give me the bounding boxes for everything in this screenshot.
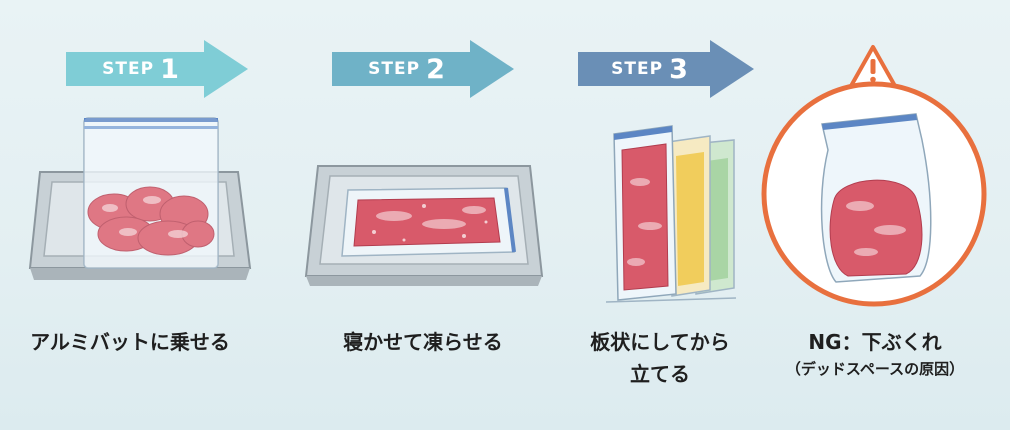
step-2-arrow: STEP 2 (332, 40, 514, 98)
step-2-number: 2 (426, 53, 446, 85)
step-1-panel: STEP 1 アルミバットに乗せる (0, 0, 260, 430)
step-1-word: STEP (102, 59, 155, 79)
step-2-panel: STEP 2 寝かせて凍らせる (292, 0, 554, 430)
step-3-caption: 板状にしてから 立てる (560, 326, 760, 390)
step-1-number: 1 (160, 53, 180, 85)
tray-with-meat-bag-illustration (28, 117, 252, 280)
step-2-caption: 寝かせて凍らせる (343, 330, 503, 354)
step-3-caption-line-2: 立てる (630, 362, 690, 386)
step-1-caption: アルミバットに乗せる (30, 330, 230, 354)
ng-caption: NG：下ぶくれ （デッドスペースの原因） (752, 326, 998, 380)
ng-title: NG：下ぶくれ (808, 330, 942, 354)
step-2-word: STEP (368, 59, 421, 79)
ng-bulging-bag-illustration (761, 81, 987, 307)
step-3-arrow: STEP 3 (578, 40, 754, 98)
step-1-arrow: STEP 1 (66, 40, 248, 98)
ng-subtitle: （デッドスペースの原因） (785, 360, 965, 378)
step-3-number: 3 (669, 53, 689, 85)
step-3-caption-line-1: 板状にしてから (590, 330, 730, 354)
tray-with-flat-frozen-bag-illustration (304, 165, 544, 286)
step-3-panel: STEP 3 板状にしてから 立てる (560, 0, 760, 430)
ng-panel: NG：下ぶくれ （デッドスペースの原因） (752, 0, 1010, 430)
step-3-word: STEP (611, 59, 664, 79)
standing-frozen-bags-illustration (606, 125, 736, 303)
